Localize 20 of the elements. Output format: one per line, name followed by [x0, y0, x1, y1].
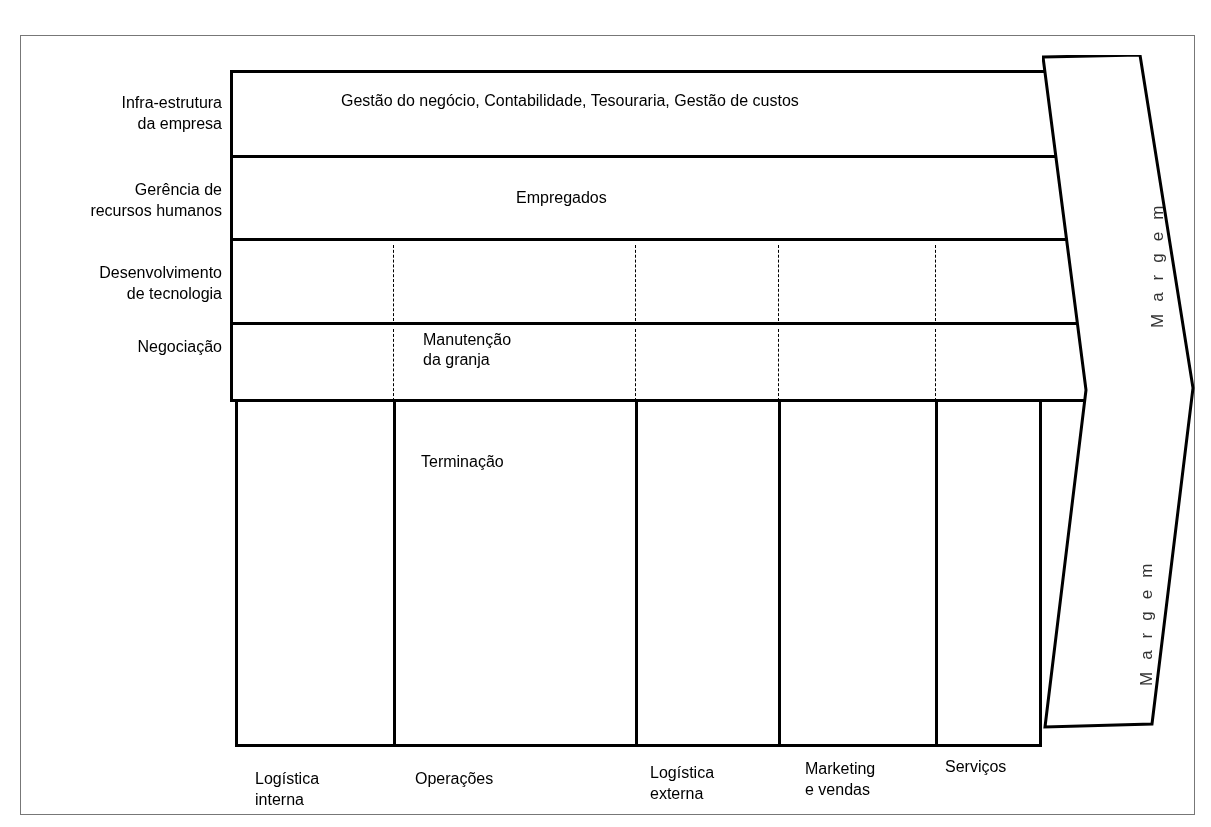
activity-text: Empregados	[516, 188, 607, 208]
margin-label: Margem	[1137, 554, 1157, 686]
activity-text: Terminação	[421, 452, 504, 472]
primary-activity-column	[393, 402, 635, 747]
primary-activity-column	[935, 402, 1042, 747]
primary-activity-label: Operações	[415, 769, 495, 789]
support-activity-label: Infra-estrutura da empresa	[120, 93, 222, 134]
activity-text: Manutenção da granja	[423, 330, 513, 370]
primary-activity-column	[235, 402, 393, 747]
support-activity-label: Desenvolvimento de tecnologia	[98, 263, 222, 304]
support-activity-label: Negociação	[136, 337, 222, 357]
primary-activity-column	[778, 402, 935, 747]
activity-text: Gestão do negócio, Contabilidade, Tesouraria, Gestão de custos	[341, 91, 799, 111]
support-activity-label: Gerência de recursos humanos	[89, 180, 222, 221]
primary-activity-label: Logística interna	[255, 769, 321, 810]
primary-activity-label: Logística externa	[650, 763, 716, 804]
margin-label: Margem	[1148, 196, 1168, 328]
primary-activity-column	[635, 402, 778, 747]
primary-activity-label: Marketing e vendas	[805, 759, 877, 800]
primary-activity-label: Serviços	[945, 757, 1008, 777]
